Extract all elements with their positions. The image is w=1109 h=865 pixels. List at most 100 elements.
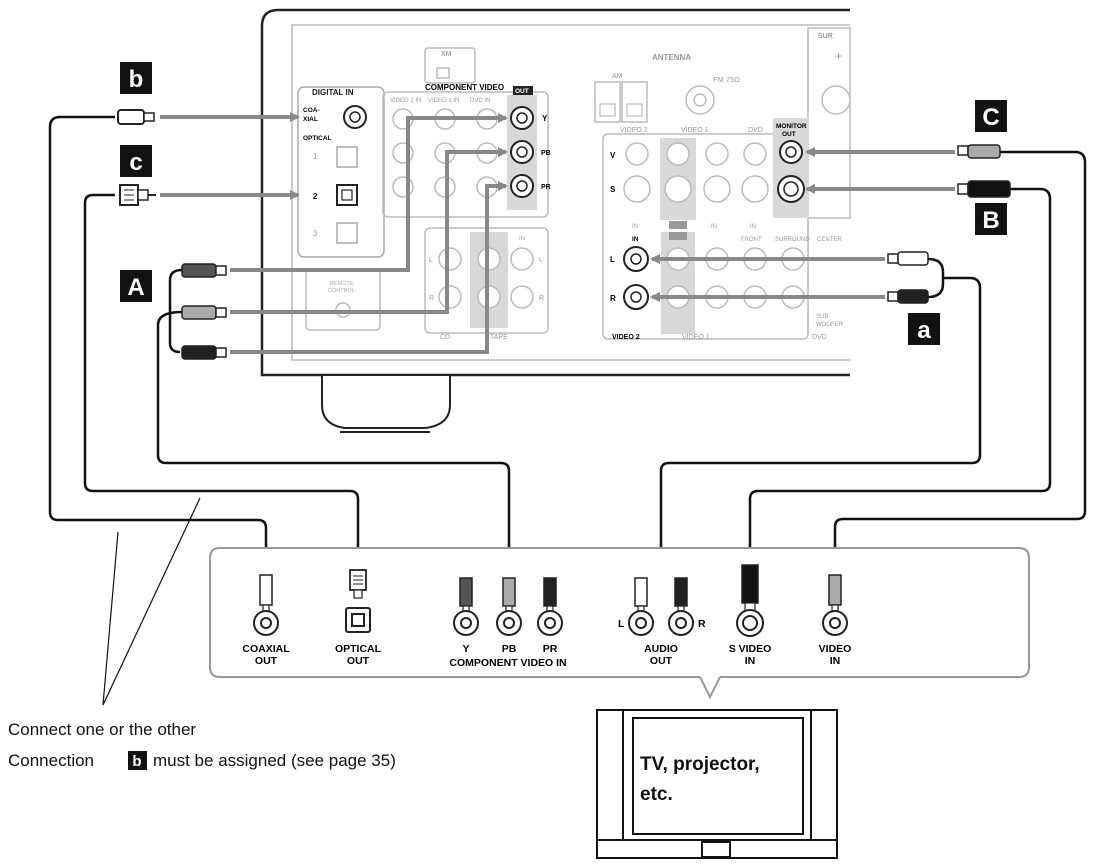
component-pr-plug <box>181 345 227 360</box>
audio-col-surround: SURROUND <box>775 237 810 243</box>
cable-audio <box>659 276 982 570</box>
bottom-group-dvd: DVD <box>812 334 827 341</box>
comp-out-pb-label: PB <box>541 150 551 157</box>
connection-arrows <box>160 112 955 354</box>
comp-in-label-video1: VIDEO 1 IN <box>428 98 459 104</box>
audio-col-front: FRONT <box>741 237 762 243</box>
tape-label: TAPE <box>490 334 508 341</box>
cable-badges: b c A C B a <box>120 62 1007 345</box>
sub-woofer-label-1: SUB <box>816 314 828 320</box>
tv-optical-plug <box>349 569 367 599</box>
fm-label: FM 75Ω <box>713 75 740 84</box>
in-label-video1: IN <box>711 224 717 230</box>
plus-label: + <box>835 49 842 63</box>
badge-B <box>975 203 1007 235</box>
comp-in-label-video2: VIDEO 2 IN <box>390 98 421 104</box>
bottom-group-video2: VIDEO 2 <box>612 334 640 341</box>
cable-component-y <box>168 268 183 354</box>
video-in-label-2: IN <box>830 655 841 667</box>
badge-a <box>908 313 940 345</box>
cable-audio-r <box>927 272 945 299</box>
optical-out-label-1: OPTICAL <box>335 643 382 655</box>
video-in-label-1: VIDEO <box>819 643 852 655</box>
audio-col-center: CENTER <box>817 237 842 243</box>
audio-r-plug <box>887 289 929 304</box>
tv-set: TV, projector, etc. <box>596 709 838 859</box>
badge-A <box>120 270 152 302</box>
in-label-dvd: IN <box>750 224 756 230</box>
coaxial-out-label-1: COAXIAL <box>242 643 290 655</box>
tv-comp-y-label: Y <box>462 643 469 655</box>
svg-text:A: A <box>127 274 144 301</box>
optical-num-1: 1 <box>313 152 318 161</box>
xm-connector: XM <box>424 47 476 84</box>
svg-text:b: b <box>132 753 141 770</box>
audio-out-label-1: AUDIO <box>644 643 678 655</box>
remote-label-1: REMOTE <box>330 281 354 287</box>
note-line-2-post: must be assigned (see page 35) <box>153 751 396 770</box>
tv-audio-l-label: L <box>618 618 625 630</box>
s-video-in-label-2: IN <box>745 655 756 667</box>
component-pb-plug <box>181 305 227 320</box>
component-out-y-jack <box>510 106 534 130</box>
audio-in-l-jack[interactable] <box>623 246 649 272</box>
tape-r-label: R <box>539 295 544 302</box>
audio-l-plug <box>887 251 929 266</box>
svg-text:c: c <box>129 149 142 176</box>
tv-s-video-plug <box>741 564 759 612</box>
s-video-plug <box>957 180 1011 198</box>
receiver-rear-panel <box>260 8 850 433</box>
optical-plug <box>119 184 156 206</box>
svg-text:B: B <box>982 207 999 234</box>
monitor-out-video-jack[interactable] <box>779 140 803 164</box>
cd-l-label: L <box>429 257 433 264</box>
digital-in-block: DIGITAL IN COA- XIAL OPTICAL 1 2 3 <box>297 86 385 258</box>
cable-optical <box>83 193 360 575</box>
tv-coaxial-plug <box>259 574 273 614</box>
note-line-1: Connect one or the other <box>8 720 196 739</box>
am-label: AM <box>612 73 623 80</box>
badge-b <box>120 62 152 94</box>
s-video-in-label-1: S VIDEO <box>729 643 772 655</box>
tape-in-label: IN <box>519 236 525 242</box>
component-video-in-label: COMPONENT VIDEO IN <box>449 657 566 669</box>
component-out-jacks[interactable] <box>510 106 534 198</box>
cable-component-pb <box>156 310 511 570</box>
row-s-label: S <box>610 185 616 194</box>
comp-out-badge: OUT <box>515 88 529 95</box>
optical-in-3-jack[interactable] <box>336 222 358 244</box>
cd-r-label: R <box>429 295 434 302</box>
tv-screen-text-2: etc. <box>640 784 673 805</box>
svg-text:b: b <box>129 66 144 93</box>
xm-label: XM <box>441 51 452 58</box>
digital-in-label: DIGITAL IN <box>312 88 354 97</box>
coaxial-in-jack[interactable] <box>343 105 367 129</box>
optical-label: OPTICAL <box>303 135 332 142</box>
remote-label-2: CONTROL <box>328 288 355 294</box>
group-video2: VIDEO 2 <box>620 127 648 134</box>
in-label-video2: IN <box>632 224 638 230</box>
comp-in-label-dvd: DVD IN <box>470 98 490 104</box>
arrow-comp-pr <box>230 181 508 354</box>
optical-num-2: 2 <box>313 192 318 201</box>
tv-video-plug <box>828 574 842 614</box>
note-line-2-pre: Connection <box>8 751 94 770</box>
row-v-label: V <box>610 151 616 160</box>
audio-l-label: L <box>610 255 615 264</box>
audio-out-label-2: OUT <box>650 655 673 667</box>
optical-in-2-jack[interactable] <box>336 184 358 206</box>
antenna-label: ANTENNA <box>652 53 691 62</box>
monitor-out-s-video-jack[interactable] <box>777 175 805 203</box>
tv-side-jacks <box>253 607 848 637</box>
audio-in-label: IN <box>632 236 639 243</box>
comp-out-pr-label: PR <box>541 184 551 191</box>
tv-screen-text-1: TV, projector, <box>640 754 760 775</box>
component-out-pr-jack <box>510 174 534 198</box>
tape-l-label: L <box>539 257 543 264</box>
tv-comp-pb-label: PB <box>502 643 517 655</box>
audio-in-r-jack[interactable] <box>623 284 649 310</box>
cable-s-video <box>748 187 1052 565</box>
optical-in-1-jack[interactable] <box>336 146 358 168</box>
coaxial-label-2: XIAL <box>303 116 318 123</box>
